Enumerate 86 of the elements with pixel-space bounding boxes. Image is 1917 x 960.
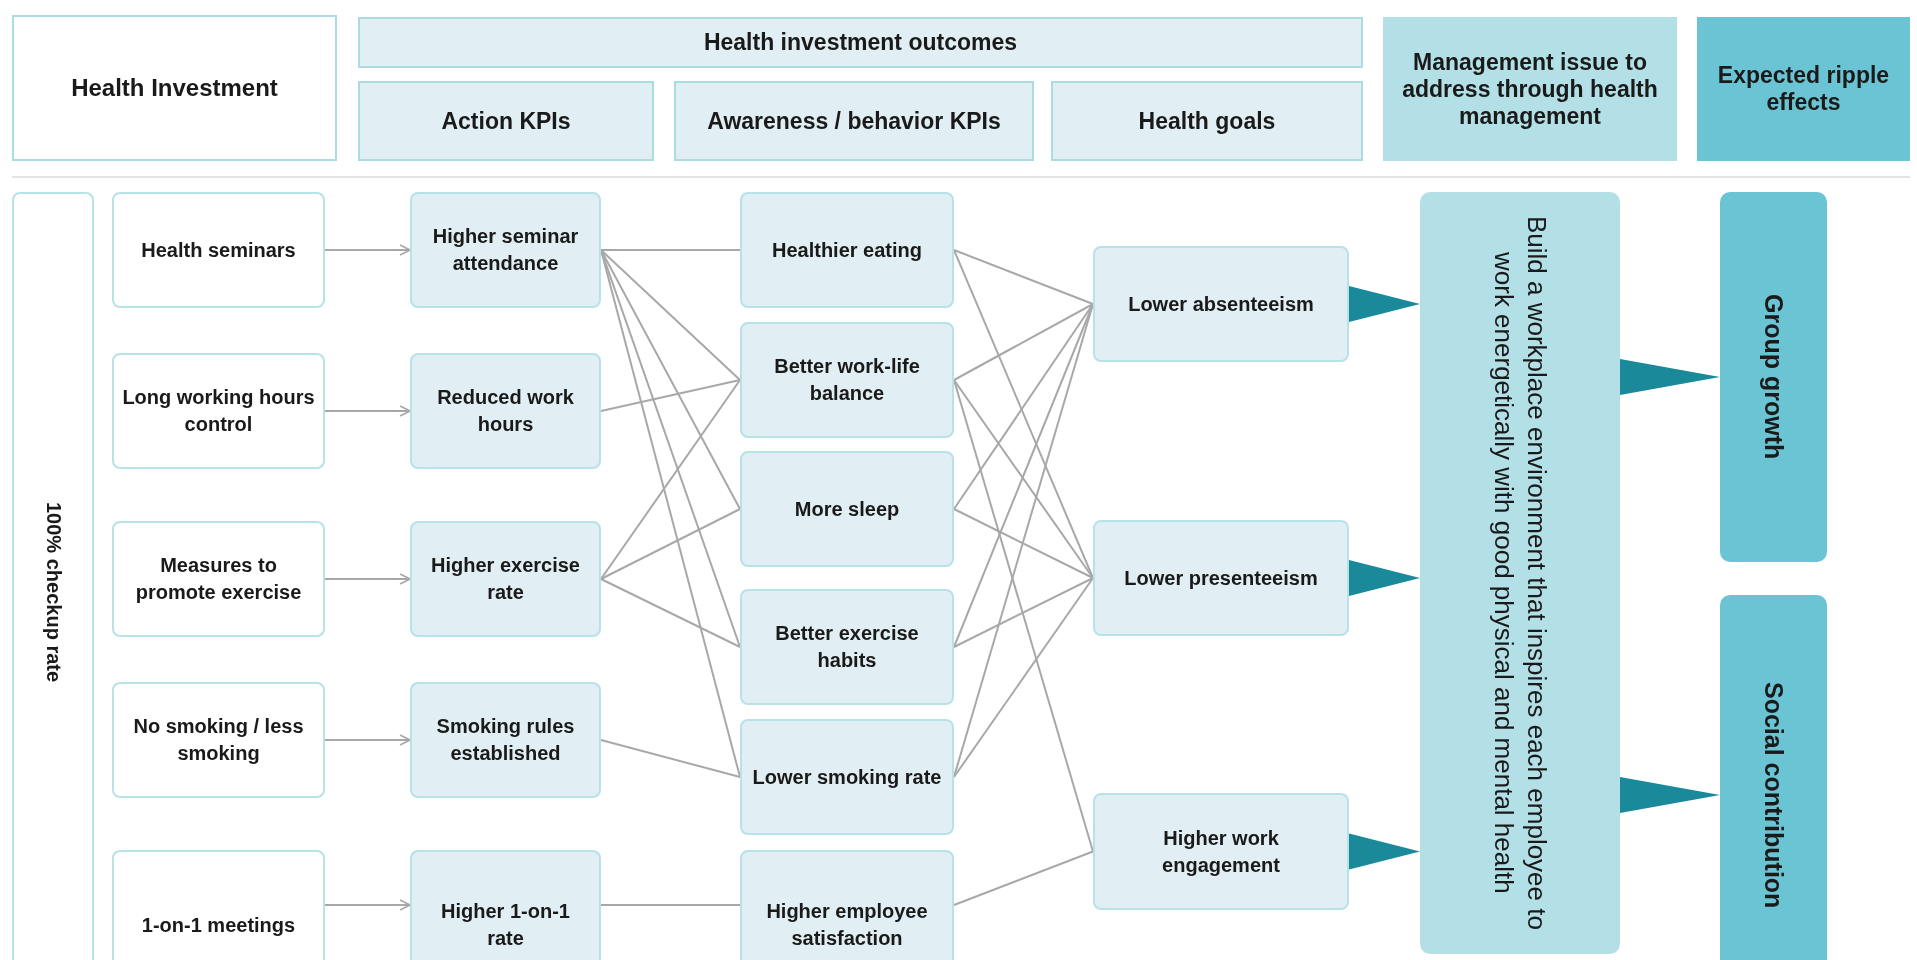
process-box — [112, 682, 325, 798]
box-label: Higher exercise rate — [430, 553, 581, 605]
box-label: Group growth — [1759, 293, 1789, 462]
connector-line — [953, 249, 1094, 305]
connector-line — [953, 379, 1094, 579]
process-box — [1093, 793, 1349, 910]
connector-line — [600, 379, 741, 412]
box-label: Lower absenteeism — [1127, 291, 1315, 317]
process-box — [1093, 520, 1349, 636]
chevron-arrow — [1349, 286, 1420, 322]
header-box — [1383, 17, 1677, 161]
box-label: 100% checkup rate — [41, 500, 66, 685]
arrow — [324, 573, 411, 585]
process-box — [410, 192, 601, 308]
header-label: Health investment outcomes — [702, 28, 1019, 57]
process-box — [740, 322, 954, 438]
connector-line — [953, 303, 1094, 381]
header-label: Expected ripple effects — [1716, 61, 1891, 117]
box-label: Build a workplace environment that inspires each employee to work energetically with good physical and mental health — [1488, 215, 1553, 932]
box-label: Measures to promote exercise — [134, 553, 303, 605]
box-label: Smoking rules established — [435, 714, 576, 766]
arrow — [324, 734, 411, 746]
process-box — [1093, 246, 1349, 362]
process-box — [740, 589, 954, 705]
box-label: Higher employee satisfaction — [765, 899, 929, 951]
connector-line — [600, 508, 741, 580]
box-label: Higher seminar attendance — [431, 224, 580, 276]
effect-panel — [1720, 192, 1827, 562]
process-box — [112, 192, 325, 308]
box-label: Health seminars — [140, 237, 297, 263]
header-box — [674, 81, 1034, 161]
process-box — [740, 850, 954, 960]
process-box — [740, 719, 954, 835]
connector-line — [953, 508, 1094, 579]
box-label: Lower presenteeism — [1123, 565, 1319, 591]
connector-line — [600, 739, 741, 778]
header-box — [358, 17, 1363, 68]
connector-line — [953, 577, 1094, 778]
header-box — [12, 15, 337, 161]
process-box — [112, 353, 325, 469]
process-box — [112, 521, 325, 637]
process-box — [740, 192, 954, 308]
connector-line — [953, 303, 1094, 510]
header-label: Management issue to address through health management — [1401, 47, 1659, 131]
connector-line — [600, 379, 741, 580]
box-label: Social contribution — [1759, 680, 1789, 911]
process-box — [740, 451, 954, 567]
side-bar — [12, 192, 94, 960]
header-box — [358, 81, 654, 161]
box-label: 1-on-1 meetings — [140, 912, 297, 938]
connector-line — [953, 577, 1094, 648]
process-box — [410, 850, 601, 960]
process-box — [410, 521, 601, 637]
box-label: Reduced work hours — [436, 385, 575, 437]
header-label: Action KPIs — [440, 106, 572, 136]
header-box — [1051, 81, 1363, 161]
box-label: Healthier eating — [770, 237, 923, 263]
connector-line — [600, 249, 741, 381]
chevron-arrow — [1620, 777, 1720, 813]
header-label: Health goals — [1137, 106, 1277, 136]
goal-panel — [1420, 192, 1620, 954]
process-box — [410, 353, 601, 469]
box-label: Lower smoking rate — [751, 764, 943, 790]
box-label: Long working hours control — [121, 385, 316, 437]
chevron-arrow — [1620, 359, 1720, 395]
box-label: Higher 1-on-1 rate — [440, 899, 571, 951]
header-label: Health Investment — [70, 73, 279, 103]
box-label: More sleep — [793, 496, 901, 522]
arrow — [324, 244, 411, 256]
box-label: Higher work engagement — [1161, 825, 1281, 878]
header-label: Awareness / behavior KPIs — [706, 106, 1002, 136]
box-label: No smoking / less smoking — [132, 714, 305, 766]
arrow — [324, 405, 411, 417]
connector-line — [600, 249, 741, 251]
box-label: Better exercise habits — [774, 621, 920, 673]
chevron-arrow — [1349, 560, 1420, 596]
header-box — [1697, 17, 1910, 161]
connector-line — [600, 904, 741, 906]
chevron-arrow — [1349, 833, 1420, 870]
box-label: Better work-life balance — [773, 354, 921, 406]
process-box — [112, 850, 325, 960]
process-box — [410, 682, 601, 798]
effect-panel — [1720, 595, 1827, 960]
arrow — [324, 899, 411, 911]
connector-line — [600, 578, 741, 648]
connector-line — [953, 850, 1094, 906]
